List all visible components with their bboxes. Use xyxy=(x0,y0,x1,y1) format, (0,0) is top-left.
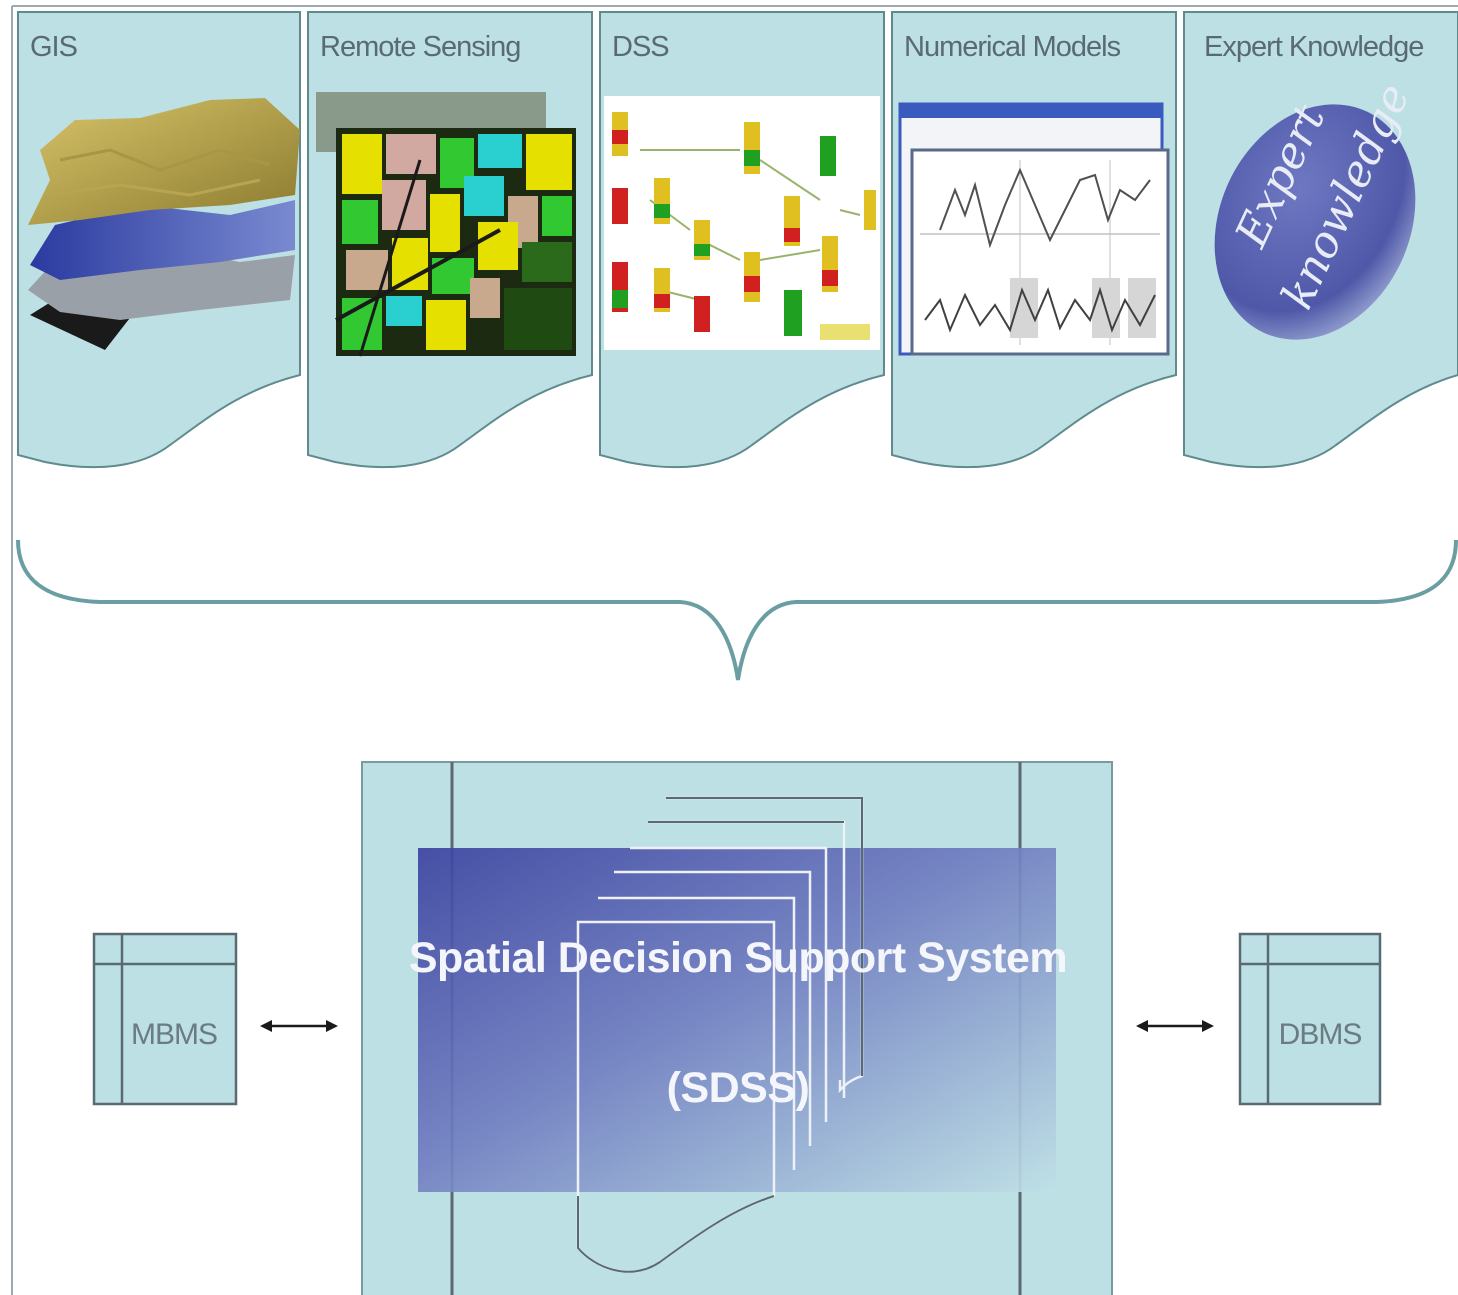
card-expert-knowledge: Expert Knowledge Expert knowledge xyxy=(1183,11,1458,469)
remote-sensing-image xyxy=(316,92,576,357)
left-double-arrow-icon xyxy=(260,1020,338,1032)
sdss-banner xyxy=(418,848,1056,1192)
card-label-gis: GIS xyxy=(30,31,78,63)
gis-terrain-image xyxy=(28,98,300,350)
dbms-label: DBMS xyxy=(1279,1018,1362,1051)
card-label-expert-knowledge: Expert Knowledge xyxy=(1204,31,1423,63)
sdss-abbr: (SDSS) xyxy=(667,1064,810,1112)
card-label-remote-sensing: Remote Sensing xyxy=(320,31,520,63)
dss-nodes xyxy=(612,112,876,340)
sdss-title: Spatial Decision Support System xyxy=(409,934,1067,982)
card-numerical-models: Numerical Models xyxy=(891,11,1177,469)
right-double-arrow-icon xyxy=(1136,1020,1214,1032)
sdss-block: Spatial Decision Support System (SDSS) xyxy=(361,761,1113,1295)
mbms-box: MBMS xyxy=(92,932,238,1106)
card-dss: DSS xyxy=(599,11,885,469)
expert-knowledge-ellipse: Expert knowledge xyxy=(1214,76,1420,340)
document-stack-outline xyxy=(577,797,863,1273)
card-label-dss: DSS xyxy=(612,31,669,63)
grouping-brace xyxy=(16,539,1458,681)
dss-flow-image xyxy=(604,96,880,350)
card-gis: GIS xyxy=(17,11,301,469)
card-label-numerical-models: Numerical Models xyxy=(904,31,1121,63)
dbms-box: DBMS xyxy=(1238,932,1382,1106)
card-remote-sensing: Remote Sensing xyxy=(307,11,593,469)
numerical-model-window-image xyxy=(898,102,1170,356)
mbms-label: MBMS xyxy=(131,1018,217,1051)
